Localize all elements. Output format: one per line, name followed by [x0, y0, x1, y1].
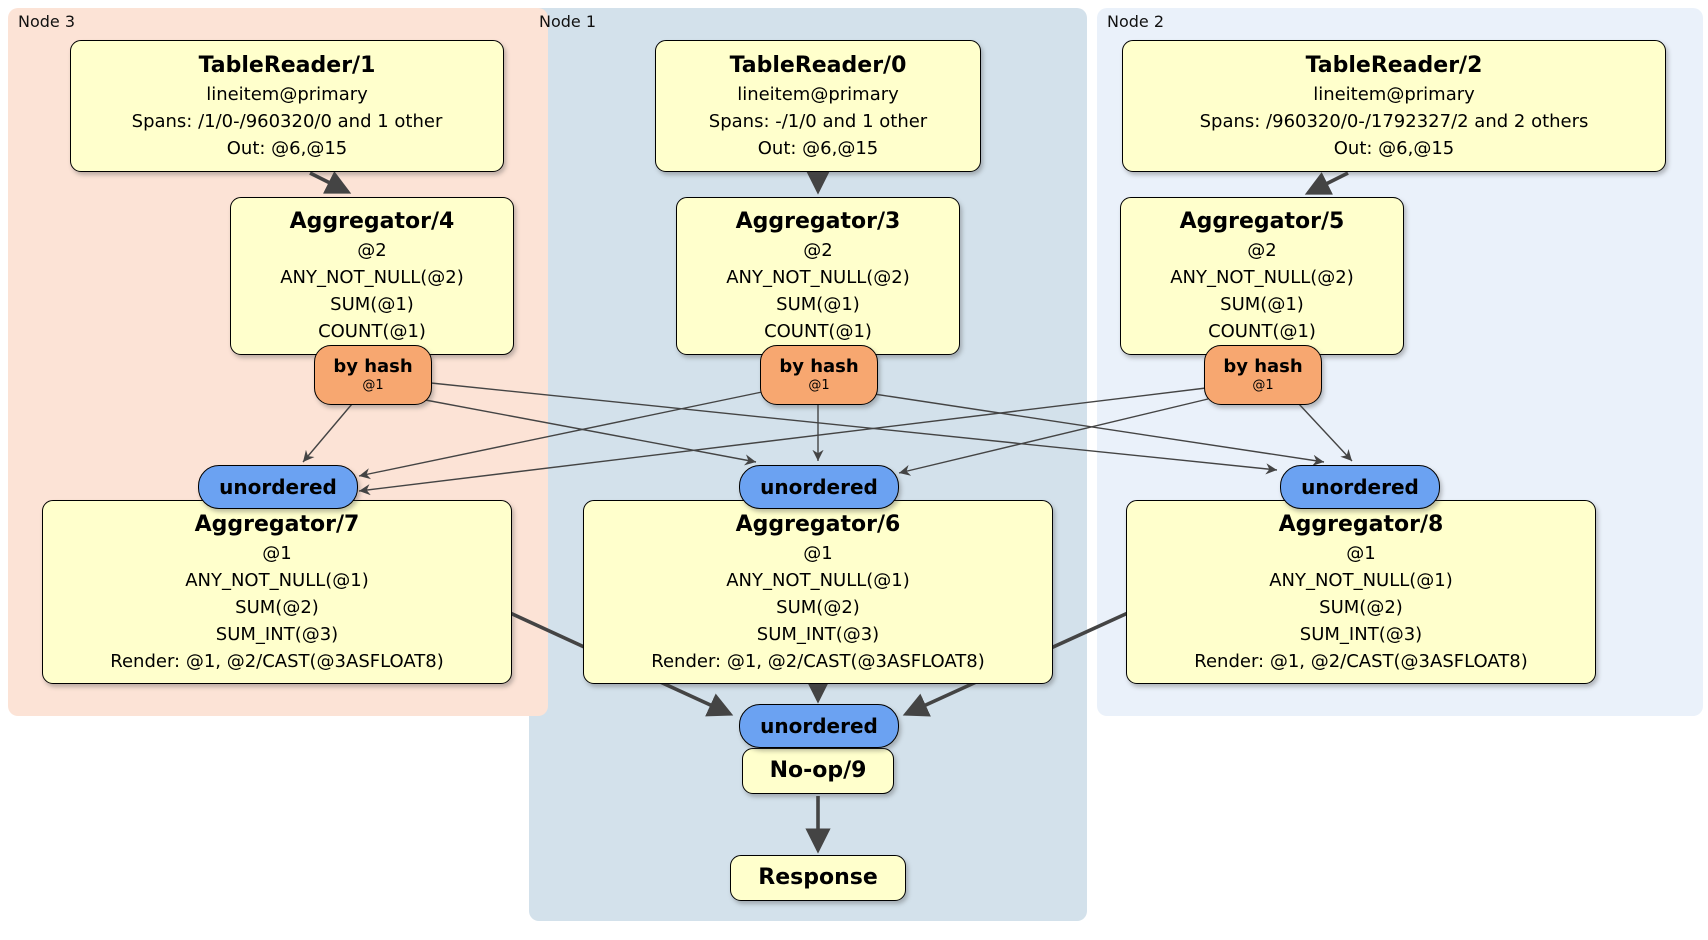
processor-detail: Spans: -/1/0 and 1 other: [708, 110, 928, 132]
processor-detail: ANY_NOT_NULL(@2): [1170, 267, 1354, 288]
processor-title: Aggregator/6: [735, 511, 901, 537]
processor-detail: SUM_INT(@3): [215, 623, 339, 645]
router-unordered-node2: unordered: [1280, 465, 1440, 509]
processor-detail: Spans: /1/0-/960320/0 and 1 other: [131, 110, 443, 132]
processor-title: No-op/9: [769, 758, 867, 783]
processor-detail: ANY_NOT_NULL(@1): [726, 569, 910, 591]
processor-detail: Out: @6,@15: [757, 137, 879, 159]
router-arg: @1: [1252, 378, 1274, 393]
processor-title: Aggregator/4: [289, 209, 455, 234]
processor-detail: Spans: /960320/0-/1792327/2 and 2 others: [1199, 110, 1589, 132]
processor-tablereader-1: TableReader/1 lineitem@primary Spans: /1…: [70, 40, 504, 172]
router-unordered-final: unordered: [739, 704, 899, 748]
processor-detail: SUM_INT(@3): [756, 623, 880, 645]
cluster-label-node2: Node 2: [1107, 12, 1165, 31]
processor-detail: ANY_NOT_NULL(@1): [185, 569, 369, 591]
processor-title: Aggregator/5: [1179, 209, 1345, 234]
processor-detail: Render: @1, @2/CAST(@3ASFLOAT8): [651, 650, 985, 672]
processor-detail: SUM(@1): [1220, 294, 1304, 315]
router-label: by hash: [333, 356, 413, 377]
router-unordered-node3: unordered: [198, 465, 358, 509]
processor-tablereader-0: TableReader/0 lineitem@primary Spans: -/…: [655, 40, 981, 172]
processor-detail: SUM(@2): [776, 596, 860, 618]
processor-tablereader-2: TableReader/2 lineitem@primary Spans: /9…: [1122, 40, 1666, 172]
processor-detail: lineitem@primary: [206, 83, 368, 105]
processor-detail: SUM(@2): [235, 596, 319, 618]
processor-detail: @2: [357, 240, 387, 261]
processor-noop-9: No-op/9: [742, 748, 894, 794]
processor-detail: @2: [1247, 240, 1277, 261]
processor-detail: Render: @1, @2/CAST(@3ASFLOAT8): [110, 650, 444, 672]
processor-detail: SUM_INT(@3): [1299, 623, 1423, 645]
processor-detail: SUM(@1): [330, 294, 414, 315]
processor-aggregator-5: Aggregator/5 @2 ANY_NOT_NULL(@2) SUM(@1)…: [1120, 197, 1404, 355]
processor-detail: lineitem@primary: [737, 83, 899, 105]
processor-detail: Out: @6,@15: [1333, 137, 1455, 159]
router-unordered-node1: unordered: [739, 465, 899, 509]
processor-detail: COUNT(@1): [764, 321, 872, 342]
processor-detail: @2: [803, 240, 833, 261]
processor-title: Aggregator/3: [735, 209, 901, 234]
processor-aggregator-6: Aggregator/6 @1 ANY_NOT_NULL(@1) SUM(@2)…: [583, 500, 1053, 684]
processor-aggregator-8: Aggregator/8 @1 ANY_NOT_NULL(@1) SUM(@2)…: [1126, 500, 1596, 684]
processor-title: Aggregator/8: [1278, 511, 1444, 537]
processor-detail: ANY_NOT_NULL(@2): [726, 267, 910, 288]
cluster-label-node3: Node 3: [18, 12, 76, 31]
processor-detail: Render: @1, @2/CAST(@3ASFLOAT8): [1194, 650, 1528, 672]
router-by-hash-node3: by hash @1: [314, 345, 432, 405]
processor-detail: Out: @6,@15: [226, 137, 348, 159]
router-label: by hash: [779, 356, 859, 377]
processor-title: TableReader/0: [729, 52, 907, 78]
router-arg: @1: [362, 378, 384, 393]
processor-aggregator-4: Aggregator/4 @2 ANY_NOT_NULL(@2) SUM(@1)…: [230, 197, 514, 355]
cluster-label-node1: Node 1: [539, 12, 597, 31]
processor-detail: @1: [803, 542, 833, 564]
processor-response: Response: [730, 855, 906, 901]
router-by-hash-node2: by hash @1: [1204, 345, 1322, 405]
processor-detail: COUNT(@1): [318, 321, 426, 342]
processor-detail: @1: [1346, 542, 1376, 564]
processor-aggregator-7: Aggregator/7 @1 ANY_NOT_NULL(@1) SUM(@2)…: [42, 500, 512, 684]
processor-detail: lineitem@primary: [1313, 83, 1475, 105]
processor-detail: ANY_NOT_NULL(@2): [280, 267, 464, 288]
router-by-hash-node1: by hash @1: [760, 345, 878, 405]
processor-title: Response: [758, 865, 878, 890]
router-arg: @1: [808, 378, 830, 393]
router-label: by hash: [1223, 356, 1303, 377]
processor-detail: SUM(@1): [776, 294, 860, 315]
processor-detail: COUNT(@1): [1208, 321, 1316, 342]
processor-detail: ANY_NOT_NULL(@1): [1269, 569, 1453, 591]
processor-title: TableReader/2: [1305, 52, 1483, 78]
processor-title: TableReader/1: [198, 52, 376, 78]
processor-title: Aggregator/7: [194, 511, 360, 537]
processor-detail: @1: [262, 542, 292, 564]
processor-aggregator-3: Aggregator/3 @2 ANY_NOT_NULL(@2) SUM(@1)…: [676, 197, 960, 355]
processor-detail: SUM(@2): [1319, 596, 1403, 618]
